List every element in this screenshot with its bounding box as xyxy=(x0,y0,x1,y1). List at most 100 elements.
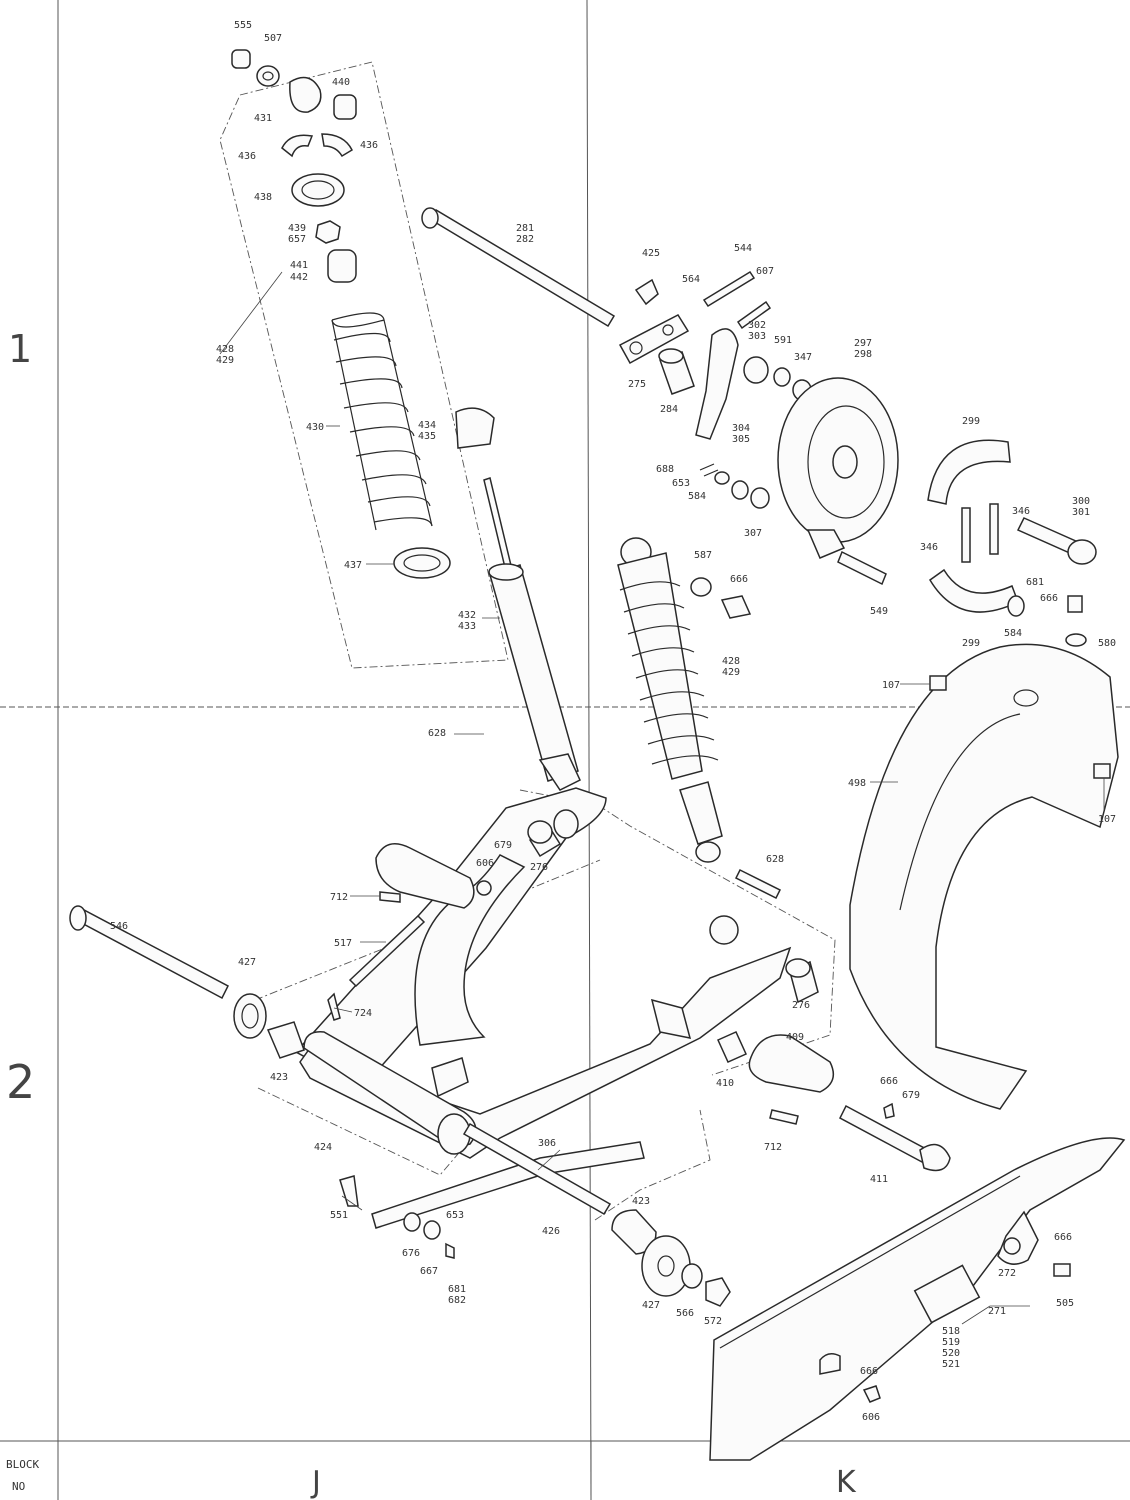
chain-case xyxy=(709,1137,1126,1461)
callout: 676 xyxy=(402,1248,420,1259)
callout: 409 xyxy=(786,1032,804,1043)
brake-assembly xyxy=(618,270,1097,647)
callout: 544 xyxy=(734,243,752,254)
callout: 566 xyxy=(676,1308,694,1319)
callout: 431 xyxy=(254,113,272,124)
callout: 440 xyxy=(332,77,350,88)
callout: 666 xyxy=(860,1366,878,1377)
callout: 712 xyxy=(764,1142,782,1153)
callout: 555 xyxy=(234,20,252,31)
callout: 679 xyxy=(494,840,512,851)
rear-fender xyxy=(849,643,1119,1110)
callout: 299 xyxy=(962,416,980,427)
callout: 518 xyxy=(942,1326,960,1337)
callout: 347 xyxy=(794,352,812,363)
callout: 628 xyxy=(428,728,446,739)
callout: 667 xyxy=(420,1266,438,1277)
callout: 307 xyxy=(744,528,762,539)
callout: 437 xyxy=(344,560,362,571)
callout: 429 xyxy=(722,667,740,678)
callout: 306 xyxy=(538,1138,556,1149)
callout: 303 xyxy=(748,331,766,342)
callout: 432 xyxy=(458,610,476,621)
callout: 276 xyxy=(792,1000,810,1011)
callout: 628 xyxy=(766,854,784,865)
callout: 438 xyxy=(254,192,272,203)
callout: 498 xyxy=(848,778,866,789)
callout: 551 xyxy=(330,1210,348,1221)
callout: 580 xyxy=(1098,638,1116,649)
callout: 427 xyxy=(238,957,256,968)
callout: 410 xyxy=(716,1078,734,1089)
callout: 657 xyxy=(288,234,306,245)
callout: 305 xyxy=(732,434,750,445)
torque-arm-and-shaft xyxy=(339,1122,731,1307)
callout: 301 xyxy=(1072,507,1090,518)
callout: 606 xyxy=(862,1412,880,1423)
callout: 549 xyxy=(870,606,888,617)
callout: 666 xyxy=(1054,1232,1072,1243)
column-label-j: J xyxy=(310,1465,321,1500)
callout: 607 xyxy=(756,266,774,277)
shock-mount-bolt xyxy=(421,207,616,328)
callout: 679 xyxy=(902,1090,920,1101)
swing-arm xyxy=(294,787,792,1159)
callout: 436 xyxy=(360,140,378,151)
callout: 425 xyxy=(642,248,660,259)
callout: 271 xyxy=(988,1306,1006,1317)
row-label-1: 1 xyxy=(8,327,32,371)
callout: 346 xyxy=(1012,506,1030,517)
callout: 297 xyxy=(854,338,872,349)
callout: 653 xyxy=(672,478,690,489)
callout: 302 xyxy=(748,320,766,331)
callout: 681 xyxy=(448,1284,466,1295)
callout: 430 xyxy=(306,422,324,433)
callout: 436 xyxy=(238,151,256,162)
callout: 427 xyxy=(642,1300,660,1311)
callout: 712 xyxy=(330,892,348,903)
callout: 439 xyxy=(288,223,306,234)
callout: 505 xyxy=(1056,1298,1074,1309)
callout: 564 xyxy=(682,274,700,285)
block-no-label: NO xyxy=(12,1480,25,1493)
callout: 276 xyxy=(530,862,548,873)
callout: 282 xyxy=(516,234,534,245)
callout: 521 xyxy=(942,1359,960,1370)
callout: 284 xyxy=(660,404,678,415)
callout: 300 xyxy=(1072,496,1090,507)
callout: 107 xyxy=(882,680,900,691)
callout: 591 xyxy=(774,335,792,346)
rear-shock-assembled xyxy=(617,537,723,863)
callout: 520 xyxy=(942,1348,960,1359)
callout: 423 xyxy=(270,1072,288,1083)
callout: 666 xyxy=(730,574,748,585)
callout: 441 xyxy=(290,260,308,271)
leader-lines xyxy=(219,271,1105,1325)
shock-absorber-exploded xyxy=(231,49,581,791)
part-callouts: 555 507 440 431 436 436 438 439 657 441 … xyxy=(110,20,1116,1423)
row-label-2: 2 xyxy=(6,1055,35,1109)
block-label: BLOCK xyxy=(6,1458,39,1471)
callout: 572 xyxy=(704,1316,722,1327)
callout: 107 xyxy=(1098,814,1116,825)
callout: 426 xyxy=(542,1226,560,1237)
callout: 299 xyxy=(962,638,980,649)
callout: 423 xyxy=(632,1196,650,1207)
callout: 428 xyxy=(722,656,740,667)
callout: 435 xyxy=(418,431,436,442)
callout: 411 xyxy=(870,1174,888,1185)
pivot-and-footrests xyxy=(69,820,951,1172)
callout: 584 xyxy=(688,491,706,502)
column-label-k: K xyxy=(836,1465,857,1500)
callout: 275 xyxy=(628,379,646,390)
callout: 281 xyxy=(516,223,534,234)
callout: 606 xyxy=(476,858,494,869)
callout: 517 xyxy=(334,938,352,949)
callout: 681 xyxy=(1026,577,1044,588)
callout: 429 xyxy=(216,355,234,366)
callout: 434 xyxy=(418,420,436,431)
callout: 666 xyxy=(1040,593,1058,604)
callout: 428 xyxy=(216,344,234,355)
callout: 584 xyxy=(1004,628,1022,639)
